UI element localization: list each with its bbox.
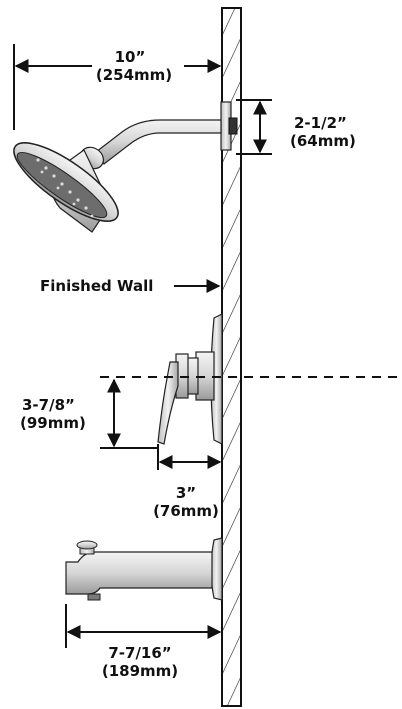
showerhead-assembly <box>13 101 238 233</box>
valve-depth-imperial: 3” <box>176 484 196 502</box>
showerhead-flange-dimension: 2-1/2” (64mm) <box>236 99 356 155</box>
tub-spout-assembly <box>65 537 223 601</box>
showerhead-flange-metric: (64mm) <box>290 132 356 150</box>
valve-height-metric: (99mm) <box>20 414 86 432</box>
showerhead-reach-imperial: 10” <box>115 48 146 66</box>
showerhead-flange-imperial: 2-1/2” <box>294 114 347 132</box>
finished-wall-callout: Finished Wall <box>40 277 221 295</box>
spout-reach-imperial: 7-7/16” <box>108 644 171 662</box>
valve-height-dimension: 3-7/8” (99mm) <box>20 378 158 449</box>
spout-reach-dimension: 7-7/16” (189mm) <box>65 604 222 680</box>
valve-depth-dimension: 3” (76mm) <box>153 444 222 520</box>
finished-wall-label: Finished Wall <box>40 277 153 295</box>
showerhead-reach-dimension: 10” (254mm) <box>13 44 222 130</box>
valve-height-imperial: 3-7/8” <box>22 396 75 414</box>
showerhead-reach-metric: (254mm) <box>96 66 172 84</box>
valve-depth-metric: (76mm) <box>153 502 219 520</box>
spout-reach-metric: (189mm) <box>102 662 178 680</box>
valve-trim-assembly <box>157 313 223 445</box>
